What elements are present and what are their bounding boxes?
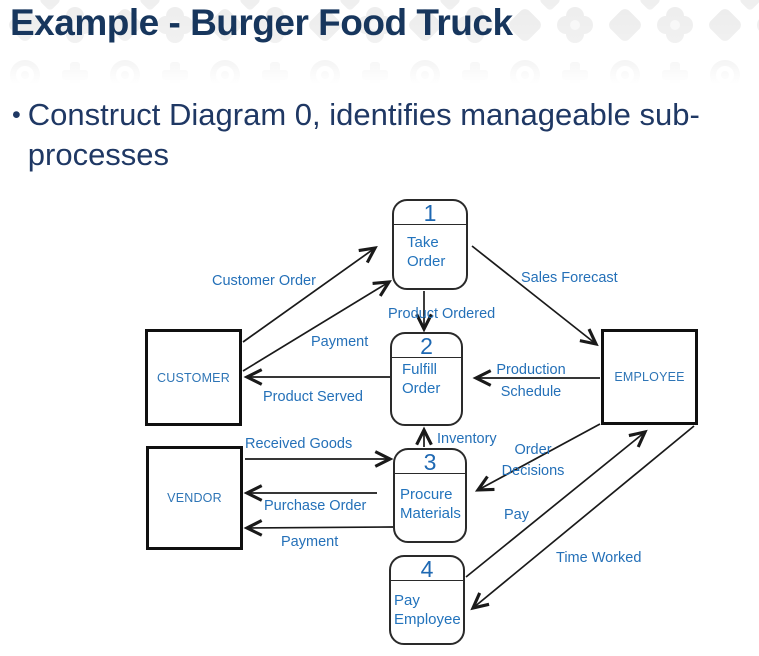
flow-label-payment-top: Payment xyxy=(311,334,369,350)
flow-label-received-goods: Received Goods xyxy=(245,436,353,452)
entity-customer: CUSTOMER xyxy=(145,329,242,426)
process-procure-materials: 3 Procure Materials xyxy=(393,448,467,543)
flow-label-purchase-order: Purchase Order xyxy=(264,498,367,514)
entity-vendor: VENDOR xyxy=(146,446,243,550)
process-3-number: 3 xyxy=(395,450,465,475)
entity-customer-label: CUSTOMER xyxy=(157,370,230,385)
background-pattern xyxy=(0,0,759,84)
process-fulfill-order: 2 Fulfill Order xyxy=(390,332,463,426)
flow-label-product-served: Product Served xyxy=(263,389,363,405)
process-1-number: 1 xyxy=(394,201,466,226)
bullet-item: • Construct Diagram 0, identifies manage… xyxy=(12,95,752,175)
process-1-label: Take Order xyxy=(407,234,446,270)
process-4-number: 4 xyxy=(391,557,463,582)
flow-label-production-schedule: Production Schedule xyxy=(496,362,566,400)
entity-employee-label: EMPLOYEE xyxy=(614,370,685,384)
flow-label-product-ordered: Product Ordered xyxy=(388,306,496,322)
flow-label-inventory: Inventory xyxy=(437,431,497,447)
process-3-label: Procure Materials xyxy=(400,486,461,522)
process-2-number: 2 xyxy=(392,334,461,359)
flow-label-customer-order: Customer Order xyxy=(212,273,316,289)
bullet-text: Construct Diagram 0, identifies manageab… xyxy=(27,97,700,172)
arrow-payment-customer xyxy=(242,280,392,372)
bullet-glyph: • xyxy=(12,101,21,129)
flow-label-sales-forecast: Sales Forecast xyxy=(521,270,618,286)
slide-title: Example - Burger Food Truck xyxy=(10,2,513,43)
arrow-payment-vendor xyxy=(243,519,394,537)
flow-label-time-worked: Time Worked xyxy=(556,550,642,566)
flow-label-order-decisions: Order Decisions xyxy=(501,442,565,479)
arrow-order-decisions xyxy=(474,423,601,492)
entity-vendor-label: VENDOR xyxy=(167,491,222,505)
entity-employee: EMPLOYEE xyxy=(601,329,698,425)
arrow-time-worked xyxy=(470,425,695,611)
arrow-pay xyxy=(465,429,648,578)
process-4-label: Pay Employee xyxy=(394,592,461,628)
arrow-customer-order xyxy=(242,245,378,343)
flow-label-pay: Pay xyxy=(504,507,529,523)
arrow-sales-forecast xyxy=(471,245,599,347)
flow-label-payment-bottom: Payment xyxy=(281,534,339,550)
process-pay-employee: 4 Pay Employee xyxy=(389,555,465,645)
process-2-label: Fulfill Order xyxy=(402,361,441,397)
process-take-order: 1 Take Order xyxy=(392,199,468,290)
